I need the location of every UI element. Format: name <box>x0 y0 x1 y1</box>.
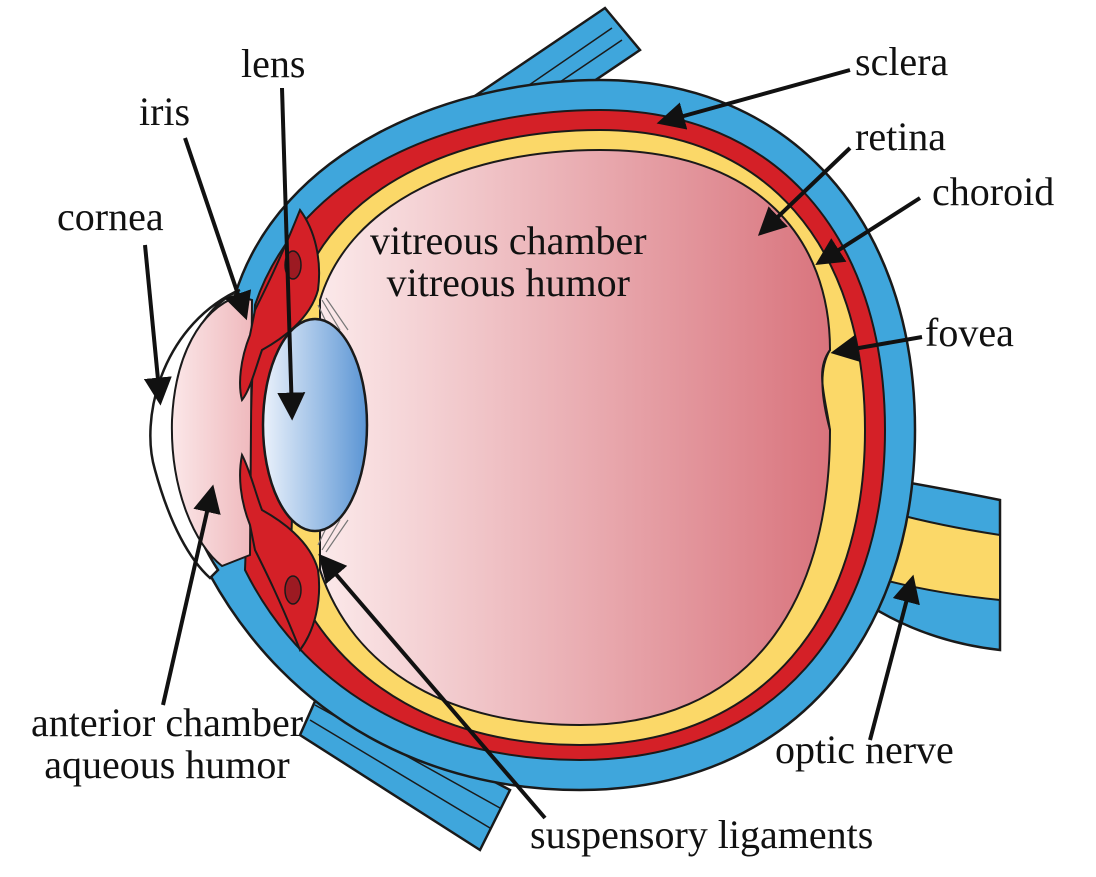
label-fovea: fovea <box>925 310 1014 355</box>
label-retina: retina <box>855 114 947 159</box>
arrow-fovea <box>830 334 923 362</box>
suspensory-ligament-lines <box>317 297 349 553</box>
label-iris: iris <box>139 89 191 134</box>
arrow-sclera <box>656 68 851 130</box>
label-aqueous-humor: aqueous humor <box>44 742 290 787</box>
label-vitreous-chamber: vitreous chamber <box>370 218 647 263</box>
ciliary-body-bottom <box>284 575 302 605</box>
arrow-lens <box>277 87 306 421</box>
arrow-anterior-chamber <box>161 484 221 706</box>
label-choroid: choroid <box>932 169 1055 214</box>
fovea-dip <box>821 349 831 431</box>
label-vitreous-humor: vitreous humor <box>386 260 630 305</box>
label-suspensory-ligaments: suspensory ligaments <box>530 812 874 857</box>
label-anterior: anterior chamber aqueous humor <box>2 702 332 786</box>
label-anterior-chamber: anterior chamber <box>30 700 304 745</box>
iris-bottom-shape <box>239 452 321 653</box>
arrow-suspensory-ligaments <box>318 553 547 820</box>
arrow-cornea <box>143 244 172 406</box>
label-vitreous: vitreous chamber vitreous humor <box>370 220 647 304</box>
label-lens: lens <box>241 41 306 86</box>
anterior-chamber-shape <box>170 294 254 568</box>
lens-shape <box>261 317 369 533</box>
arrow-choroid <box>815 196 922 266</box>
pointer-arrows <box>143 68 923 820</box>
label-optic-nerve: optic nerve <box>775 727 954 772</box>
label-sclera: sclera <box>855 39 949 84</box>
arrow-retina <box>757 146 852 236</box>
label-cornea: cornea <box>57 194 164 239</box>
arrow-iris <box>183 137 252 321</box>
arrow-optic-nerve <box>868 574 920 741</box>
